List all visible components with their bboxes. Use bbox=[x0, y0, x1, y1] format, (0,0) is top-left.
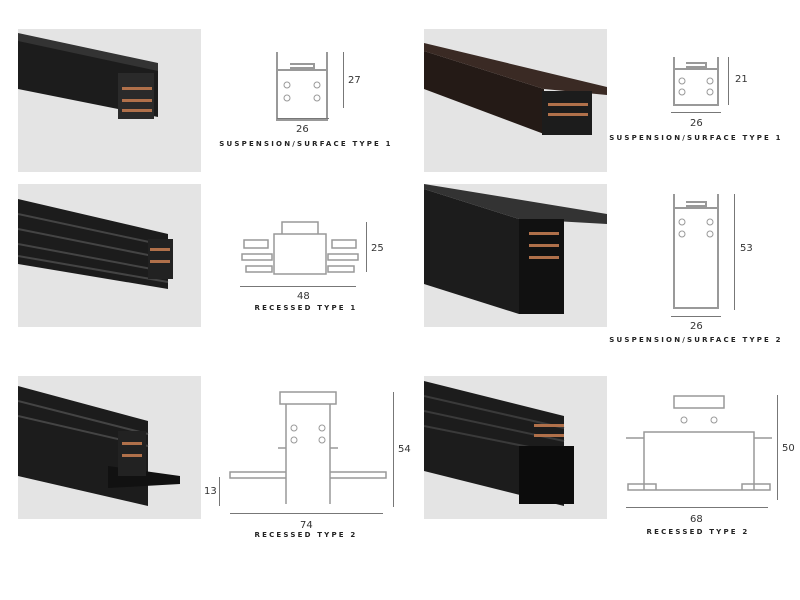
height-dimension: 25 bbox=[371, 243, 384, 254]
width-dimension: 74 bbox=[300, 520, 313, 531]
product-photo-surface-type-1-alt bbox=[424, 29, 607, 172]
width-dimension: 26 bbox=[690, 321, 703, 332]
profile-drawing-recessed-type-1 bbox=[241, 221, 359, 275]
height-dimension: 53 bbox=[740, 243, 753, 254]
profile-label: SUSPENSION/SURFACE TYPE 1 bbox=[609, 134, 783, 142]
profile-label: RECESSED TYPE 1 bbox=[254, 304, 358, 312]
height-dimension: 54 bbox=[398, 444, 411, 455]
profile-drawing-surface-type-1 bbox=[276, 52, 328, 121]
profile-label: SUSPENSION/SURFACE TYPE 2 bbox=[609, 336, 783, 344]
width-dimension: 48 bbox=[297, 291, 310, 302]
width-dimension: 26 bbox=[296, 124, 309, 135]
depth-dimension: 13 bbox=[204, 486, 217, 497]
profile-drawing-surface-type-2 bbox=[673, 194, 719, 309]
product-photo-recessed-type-2 bbox=[17, 376, 201, 519]
height-dimension: 50 bbox=[782, 443, 795, 454]
profile-label: SUSPENSION/SURFACE TYPE 1 bbox=[219, 140, 393, 148]
profile-drawing-recessed-type-2 bbox=[229, 391, 387, 504]
product-photo-surface-type-1 bbox=[18, 29, 201, 172]
profile-label: RECESSED TYPE 2 bbox=[254, 531, 358, 539]
product-photo-recessed-type-1 bbox=[17, 184, 201, 327]
width-dimension: 68 bbox=[690, 514, 703, 525]
product-photo-surface-type-2 bbox=[424, 184, 607, 327]
height-dimension: 27 bbox=[348, 75, 361, 86]
width-dimension: 26 bbox=[690, 118, 703, 129]
profile-label: RECESSED TYPE 2 bbox=[646, 528, 750, 536]
product-photo-recessed-type-2-alt bbox=[423, 376, 607, 519]
height-dimension: 21 bbox=[735, 74, 748, 85]
profile-drawing-recessed-type-2-alt bbox=[626, 395, 772, 491]
profile-drawing-surface-type-1-alt bbox=[673, 57, 719, 106]
